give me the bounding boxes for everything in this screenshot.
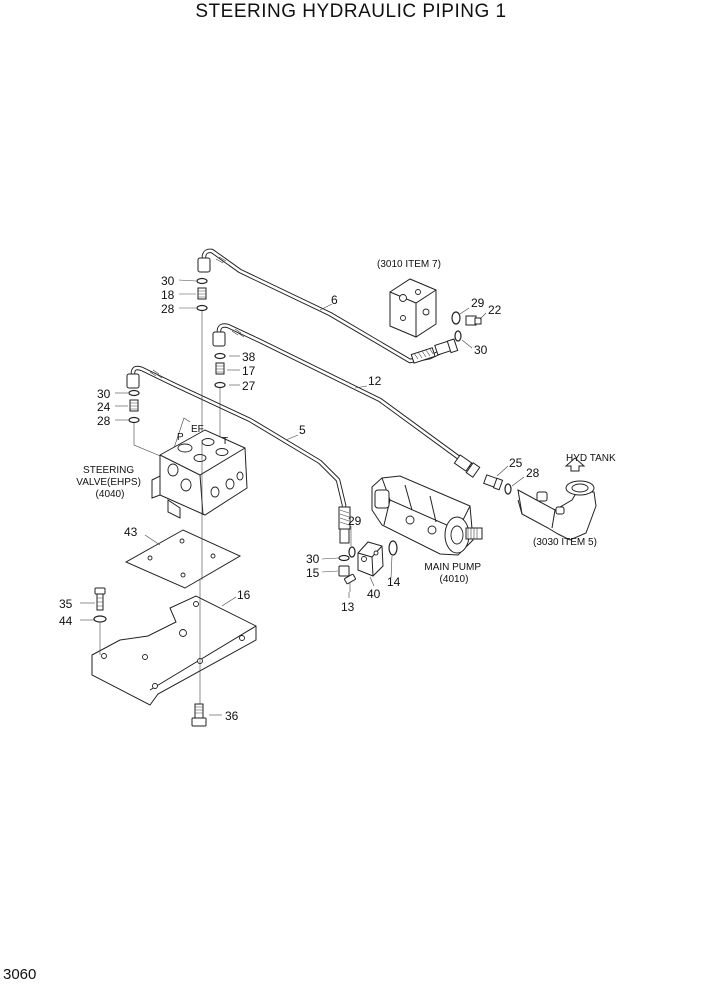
- oring-30-bottom: [338, 554, 350, 562]
- callout-28: 28: [161, 302, 175, 316]
- diagram-title: STEERING HYDRAULIC PIPING 1: [195, 1, 506, 22]
- callout-27: 27: [242, 379, 256, 393]
- oring-30-top: [454, 330, 462, 342]
- callout-13: 13: [341, 600, 355, 614]
- steering-valve: [151, 429, 248, 519]
- oring-29-bottom: [348, 546, 356, 558]
- oring-28-right: [504, 483, 512, 495]
- callout-38: 38: [242, 350, 256, 364]
- ref-3010-label: (3010 ITEM 7): [377, 259, 441, 270]
- tank-pipe: [517, 457, 597, 541]
- page-number: 3060: [3, 966, 36, 983]
- callout-5: 5: [299, 423, 306, 437]
- callout-30: 30: [474, 343, 488, 357]
- fitting-stack-mid: [214, 352, 226, 440]
- fitting-25: [483, 474, 504, 491]
- callout-28: 28: [97, 414, 111, 428]
- callout-18: 18: [161, 288, 175, 302]
- callout-29: 29: [471, 296, 485, 310]
- callout-15: 15: [306, 566, 320, 580]
- callout-30: 30: [161, 274, 175, 288]
- gasket-43: [124, 440, 242, 589]
- elbow-22: [465, 315, 482, 326]
- bolt-36: [191, 703, 207, 727]
- port-p-label: P: [177, 432, 184, 443]
- ref-3030-label: (3030 ITEM 5): [533, 537, 597, 548]
- fitting-stack-top: [196, 277, 208, 440]
- callout-29: 29: [348, 514, 362, 528]
- callout-44: 44: [59, 614, 73, 628]
- callout-30: 30: [97, 387, 111, 401]
- callout-24: 24: [97, 400, 111, 414]
- main-pump: [371, 475, 483, 556]
- callout-14: 14: [387, 575, 401, 589]
- callout-35: 35: [59, 597, 73, 611]
- hose-5: [130, 365, 351, 544]
- callout-40: 40: [367, 587, 381, 601]
- callout-12: 12: [368, 374, 382, 388]
- callout-17: 17: [242, 364, 256, 378]
- elbow-15: [338, 565, 350, 577]
- callouts: 30 18 28 6 38 17 27 30 24 28 12 5 29 22 …: [59, 274, 540, 723]
- bolt-13: [344, 573, 356, 592]
- callout-36: 36: [225, 709, 239, 723]
- flange-40: [357, 541, 384, 577]
- callout-30: 30: [306, 552, 320, 566]
- port-t-label: T: [222, 436, 228, 447]
- oring-14: [388, 540, 398, 556]
- callout-43: 43: [124, 525, 138, 539]
- manifold-block: [389, 278, 437, 338]
- bracket-plate-16: [91, 580, 257, 712]
- callout-28: 28: [526, 466, 540, 480]
- bolt-35-washer-44: [93, 587, 107, 655]
- port-ef-label: EF: [191, 424, 204, 435]
- callout-16: 16: [237, 588, 251, 602]
- callout-22: 22: [488, 303, 502, 317]
- steering-valve-label: STEERING VALVE(EHPS) (4040): [76, 465, 143, 500]
- main-pump-label: MAIN PUMP (4010): [424, 562, 483, 585]
- hyd-tank-label: HYD TANK: [566, 453, 616, 464]
- hose-6: [201, 248, 459, 364]
- leader-lines: [80, 279, 525, 716]
- fitting-stack-left: [128, 389, 191, 461]
- hose-12: [216, 323, 481, 478]
- oring-29-top: [451, 311, 461, 325]
- hose-end-fittings: [126, 257, 226, 389]
- callout-25: 25: [509, 456, 523, 470]
- callout-6: 6: [331, 293, 338, 307]
